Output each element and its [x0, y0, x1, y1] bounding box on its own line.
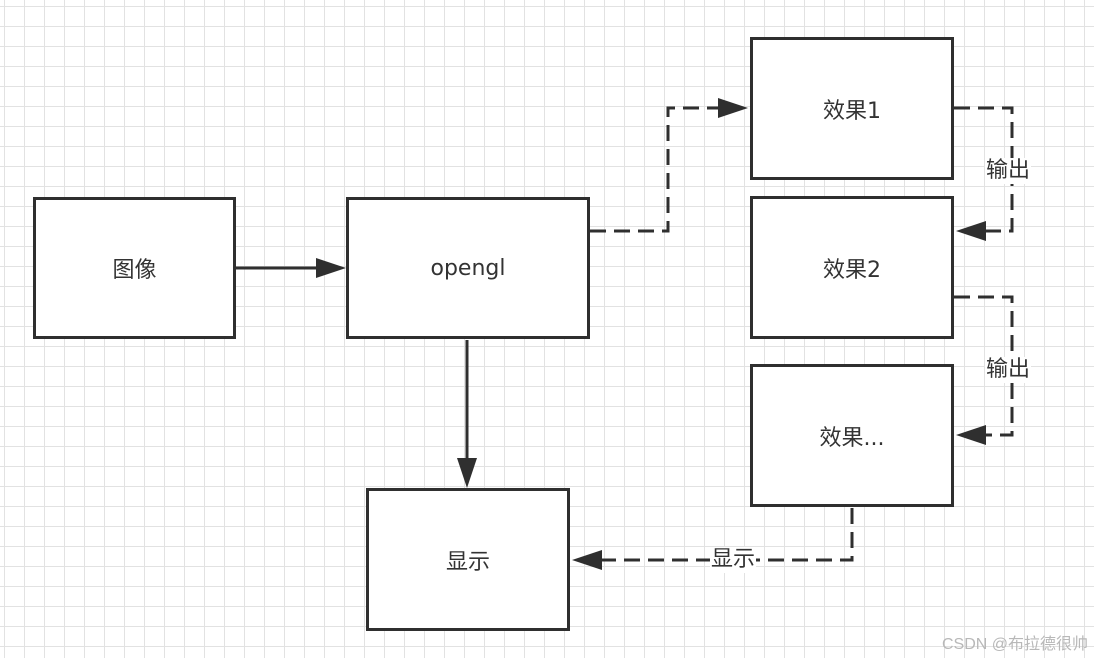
arrowhead-effect2-to-effectmore	[956, 425, 986, 445]
node-opengl: opengl	[346, 197, 590, 339]
node-effect-more: 效果...	[750, 364, 954, 507]
edge-opengl-to-effect1	[590, 106, 720, 233]
node-image-label: 图像	[112, 258, 157, 283]
edge-effect1-to-effect2	[954, 106, 1014, 233]
node-display: 显示	[366, 488, 570, 631]
arrowhead-image-to-opengl	[316, 258, 346, 278]
node-effect1-label: 效果1	[823, 98, 881, 124]
edge-label-output-2: 输出	[985, 357, 1032, 383]
arrowhead-effect1-to-effect2	[956, 221, 986, 241]
node-effect2-label: 效果2	[823, 257, 881, 283]
edge-effectmore-to-display	[600, 508, 854, 562]
node-display-label: 显示	[445, 549, 490, 575]
arrowhead-effectmore-to-display	[572, 550, 602, 570]
node-effect2: 效果2	[750, 196, 954, 339]
node-image: 图像	[33, 197, 236, 339]
node-effect1: 效果1	[750, 37, 954, 180]
arrowhead-opengl-to-display	[457, 458, 477, 488]
edge-label-display: 显示	[710, 547, 757, 573]
csdn-watermark: CSDN @布拉德很帅	[941, 636, 1088, 653]
node-opengl-label: opengl	[430, 255, 506, 281]
edge-label-output-1: 输出	[985, 158, 1032, 184]
arrowhead-opengl-to-effect1	[718, 98, 748, 118]
node-effect-more-label: 效果...	[819, 425, 885, 451]
